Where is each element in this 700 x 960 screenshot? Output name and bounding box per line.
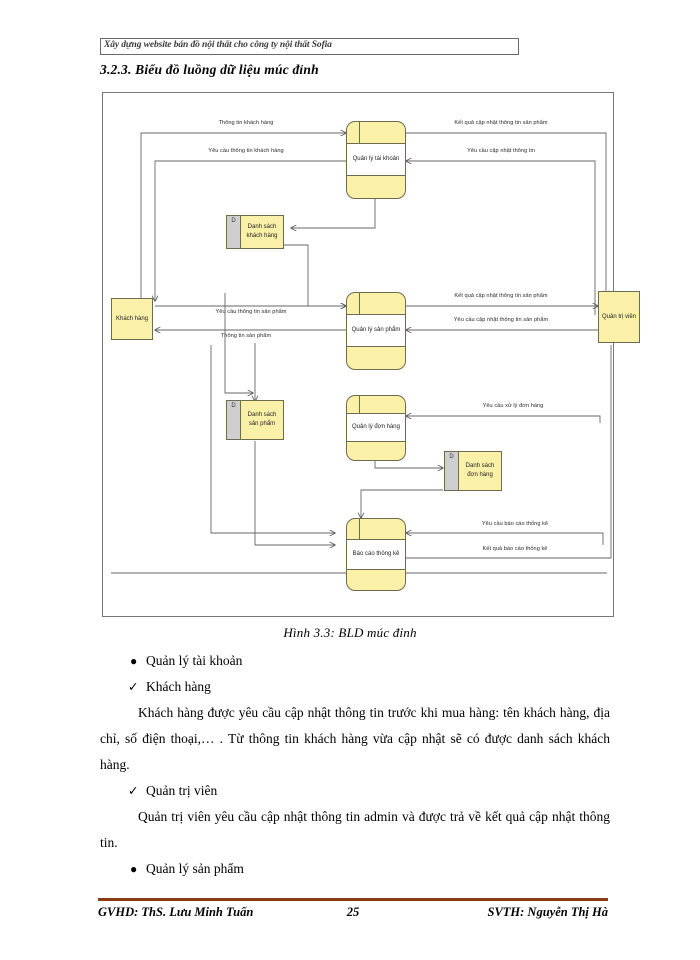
list-item-quan-ly-tai-khoan: ● Quản lý tài khoản	[100, 648, 610, 674]
process-label: Quản lý đơn hàng	[352, 423, 400, 431]
list-item-quan-ly-san-pham: ● Quản lý sản phẩm	[100, 856, 610, 882]
paragraph-khach-hang: Khách hàng được yêu cầu cập nhật thông t…	[100, 705, 610, 772]
page-footer: GVHD: ThS. Lưu Minh Tuấn 25 SVTH: Nguyễn…	[98, 903, 608, 925]
datastore-body: Danh sách khách hàng	[241, 216, 283, 248]
datastore-danh-sach-don-hang[interactable]: D Danh sách đơn hàng	[444, 451, 502, 491]
list-item-label: Quản trị viên	[146, 783, 218, 798]
datastore-tag-letter: D	[231, 218, 236, 224]
figure-caption: Hình 3.3: BLD múc đỉnh	[283, 625, 417, 640]
process-label: Quản lý sản phẩm	[351, 326, 401, 334]
datastore-tag-letter: D	[449, 454, 454, 460]
process-quan-ly-san-pham[interactable]: Quản lý sản phẩm	[346, 292, 406, 370]
figure-frame: Quản lý tài khoản Quản lý sản phẩm Quản …	[102, 92, 640, 617]
running-header-text: Xây dựng website bán đồ nội thất cho côn…	[104, 40, 332, 50]
flow-label-ket-qua-cap-nhat-thong-tin-san-pham-top: Kết quả cập nhật thông tin sản phẩm	[454, 120, 548, 126]
process-band: Báo cáo thống kê	[347, 539, 405, 570]
flow-label-yeu-cau-bao-cao-thong-ke: Yêu cầu báo cáo thống kê	[481, 521, 549, 527]
section-heading: 3.2.3. Biểu đồ luồng dữ liệu múc đỉnh	[100, 62, 319, 77]
process-tick	[359, 293, 360, 314]
list-item-label: Quản lý sản phẩm	[146, 861, 244, 876]
body-content: ● Quản lý tài khoản ✓ Khách hàng Khách h…	[100, 648, 610, 882]
entity-label: Quản trị viên	[601, 313, 637, 320]
check-icon: ✓	[128, 784, 139, 798]
bullet-icon: ●	[130, 654, 138, 668]
check-icon: ✓	[128, 680, 139, 694]
flow-label-yeu-cau-xu-ly-don-hang: Yêu cầu xử lý đơn hàng	[482, 403, 544, 409]
process-band: Quản lý tài khoản	[347, 143, 405, 176]
process-label: Báo cáo thống kê	[352, 550, 400, 558]
datastore-tag: D	[445, 452, 459, 490]
bullet-icon: ●	[130, 862, 138, 876]
footer-rule	[98, 898, 608, 901]
datastore-danh-sach-khach-hang[interactable]: D Danh sách khách hàng	[226, 215, 284, 249]
flow-label-yeu-cau-cap-nhat-thong-tin-san-pham: Yêu cầu cập nhật thông tin sản phẩm	[453, 317, 549, 323]
dfd-diagram: Quản lý tài khoản Quản lý sản phẩm Quản …	[103, 93, 640, 616]
list-item-khach-hang: ✓ Khách hàng	[100, 674, 610, 700]
datastore-tag-letter: D	[231, 403, 236, 409]
datastore-label: Danh sách đơn hàng	[465, 462, 495, 478]
process-band: Quản lý đơn hàng	[347, 413, 405, 442]
footer-page-number: 25	[346, 905, 360, 919]
paragraph-quan-tri-vien: Quản trị viên yêu cầu cập nhật thông tin…	[100, 809, 610, 850]
process-quan-ly-tai-khoan[interactable]: Quản lý tài khoản	[346, 121, 406, 199]
process-band: Quản lý sản phẩm	[347, 314, 405, 347]
flow-label-yeu-cau-thong-tin-san-pham: Yêu cầu thông tin sản phẩm	[215, 309, 287, 315]
process-tick	[359, 396, 360, 413]
entity-khach-hang[interactable]: Khách hàng	[111, 298, 153, 340]
process-quan-ly-don-hang[interactable]: Quản lý đơn hàng	[346, 395, 406, 461]
process-tick	[359, 122, 360, 143]
datastore-tag: D	[227, 401, 241, 439]
process-label: Quản lý tài khoản	[352, 155, 400, 163]
flow-label-yeu-cau-cap-nhat-thong-tin: Yêu cầu cập nhật thông tin	[467, 148, 535, 154]
list-item-quan-tri-vien: ✓ Quản trị viên	[100, 778, 610, 804]
datastore-tag: D	[227, 216, 241, 248]
flow-label-ket-qua-cap-nhat-thong-tin-san-pham-mid: Kết quả cập nhật thông tin sản phẩm	[454, 293, 548, 299]
flow-label-thong-tin-khach-hang: Thông tin khách hàng	[218, 120, 274, 126]
list-item-label: Quản lý tài khoản	[146, 653, 243, 668]
entity-label: Khách hàng	[115, 315, 149, 322]
dfd-connectors	[111, 93, 612, 574]
datastore-label: Danh sách khách hàng	[246, 223, 278, 239]
running-header-box: Xây dựng website bán đồ nội thất cho côn…	[100, 38, 519, 55]
datastore-body: Danh sách đơn hàng	[459, 452, 501, 490]
flow-label-ket-qua-bao-cao-thong-ke: Kết quả báo cáo thống kê	[482, 546, 548, 552]
flow-label-yeu-cau-thong-tin-khach-hang: Yêu cầu thông tin khách hàng	[208, 148, 284, 154]
process-tick	[359, 519, 360, 539]
datastore-label: Danh sách sản phẩm	[247, 411, 277, 427]
datastore-danh-sach-san-pham[interactable]: D Danh sách sản phẩm	[226, 400, 284, 440]
flow-label-thong-tin-san-pham: Thông tin sản phẩm	[220, 333, 272, 339]
footer-supervisor: GVHD: ThS. Lưu Minh Tuấn	[98, 905, 254, 919]
process-bao-cao-thong-ke[interactable]: Báo cáo thống kê	[346, 518, 406, 591]
entity-quan-tri-vien[interactable]: Quản trị viên	[598, 291, 640, 343]
datastore-body: Danh sách sản phẩm	[241, 401, 283, 439]
list-item-label: Khách hàng	[146, 679, 211, 694]
footer-student: SVTH: Nguyễn Thị Hà	[487, 905, 609, 919]
